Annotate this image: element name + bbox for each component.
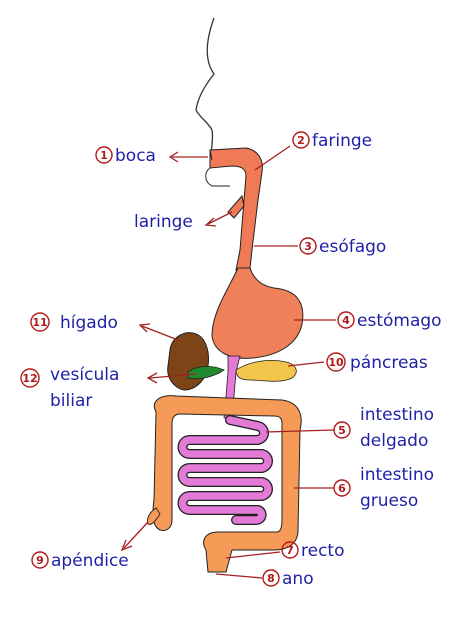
number-marker	[333, 421, 351, 439]
label-laringe-text: laringe	[134, 212, 193, 232]
arrow-laringe-head	[204, 217, 217, 227]
label-intestino-delgado-line2: delgado	[360, 431, 428, 451]
arrow-apendice-head	[120, 539, 133, 552]
label-faringe-number: 2	[297, 134, 305, 147]
label-apendice-text: apéndice	[51, 551, 129, 571]
large-intestine	[152, 395, 302, 573]
label-laringe: laringe	[134, 212, 193, 232]
label-ano-number: 8	[267, 572, 275, 585]
label-intestino-grueso: 6 intestino grueso	[333, 465, 434, 511]
arrow-intestino-delgado	[265, 429, 335, 433]
label-intestino-delgado-line1: intestino	[360, 405, 434, 425]
arrow-recto	[225, 551, 281, 559]
label-pancreas-number: 10	[328, 356, 344, 369]
arrow-pancreas	[287, 361, 325, 367]
label-esofago-number: 3	[304, 240, 312, 253]
number-marker	[337, 311, 355, 329]
number-marker	[299, 237, 317, 255]
label-vesicula-line2: biliar	[50, 391, 92, 411]
arrow-higado-head	[138, 323, 151, 333]
number-marker	[95, 146, 113, 164]
label-intestino-grueso-line2: grueso	[360, 491, 418, 511]
label-ano-text: ano	[282, 569, 314, 589]
number-marker	[20, 368, 40, 388]
label-boca-number: 1	[100, 149, 108, 162]
arrow-vesicula-head	[146, 372, 158, 384]
label-vesicula: 12 vesícula biliar	[20, 365, 119, 411]
arrow-laringe	[207, 211, 233, 225]
label-recto-text: recto	[301, 541, 345, 561]
number-marker	[31, 551, 49, 569]
label-intestino-delgado-number: 5	[338, 424, 346, 437]
label-recto: 7 recto	[281, 541, 345, 561]
label-apendice-number: 9	[36, 554, 44, 567]
label-intestino-delgado: 5 intestino delgado	[333, 405, 434, 451]
label-boca-text: boca	[115, 146, 156, 166]
small-intestine-fill	[178, 416, 272, 524]
pancreas	[235, 360, 297, 382]
label-estomago: 4 estómago	[337, 311, 442, 331]
label-vesicula-number: 12	[22, 372, 37, 385]
label-recto-number: 7	[286, 544, 294, 557]
number-marker	[326, 352, 346, 372]
arrow-apendice	[123, 521, 149, 549]
label-intestino-grueso-number: 6	[338, 482, 346, 495]
label-esofago-text: esófago	[319, 237, 386, 257]
label-boca: 1 boca	[95, 146, 156, 166]
arrow-ano	[215, 573, 263, 579]
arrow-vesicula	[149, 373, 197, 379]
arrows	[120, 145, 336, 579]
larynx	[227, 194, 245, 219]
stomach	[211, 267, 304, 359]
label-esofago: 3 esófago	[299, 237, 386, 257]
face-profile	[195, 17, 215, 161]
label-faringe-text: faringe	[312, 131, 372, 151]
label-pancreas-text: páncreas	[350, 353, 428, 373]
number-marker	[30, 312, 50, 332]
arrow-higado	[141, 325, 179, 341]
gallbladder	[187, 366, 225, 380]
label-intestino-grueso-line1: intestino	[360, 465, 434, 485]
label-ano: 8 ano	[262, 569, 314, 589]
liver	[167, 332, 209, 391]
label-higado-number: 11	[32, 316, 47, 329]
number-marker	[262, 569, 280, 587]
label-estomago-text: estómago	[357, 311, 442, 331]
arrow-faringe	[254, 145, 291, 171]
label-vesicula-line1: vesícula	[50, 365, 119, 385]
appendix	[147, 507, 161, 525]
label-faringe: 2 faringe	[292, 131, 372, 151]
mouth-pharynx-tube	[209, 147, 263, 271]
label-higado-text: hígado	[60, 313, 118, 333]
label-apendice: 9 apéndice	[31, 551, 129, 571]
label-higado: 11 hígado	[30, 312, 118, 333]
label-pancreas: 10 páncreas	[326, 352, 428, 373]
number-marker	[333, 479, 351, 497]
arrow-boca-head	[168, 151, 179, 163]
number-marker	[292, 131, 310, 149]
mouth-lips	[205, 149, 230, 187]
label-estomago-number: 4	[342, 314, 350, 327]
number-marker	[281, 541, 299, 559]
